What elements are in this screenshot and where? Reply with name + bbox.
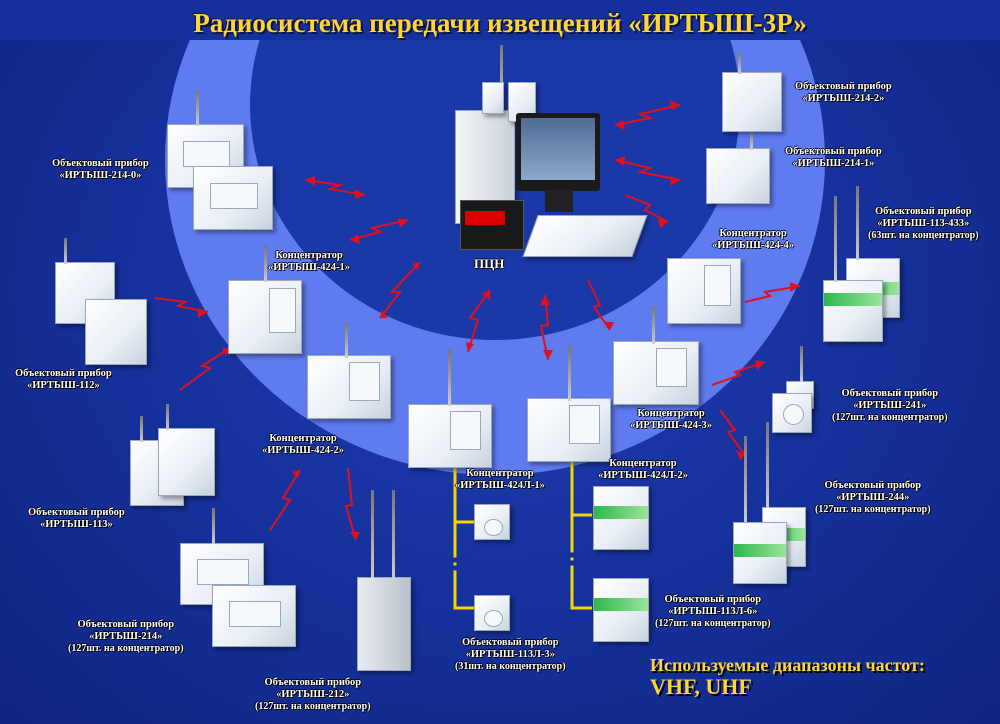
link-424-3-241 (711, 361, 766, 386)
label-concentrator-424-1: Концентратор«ИРТЫШ-424-1» (268, 250, 351, 273)
device-214-0-b (193, 166, 273, 230)
concentrator-424l-2-device (527, 398, 611, 462)
frequency-heading: Используемые диапазоны частот: (650, 655, 925, 675)
device-214-1-antenna (750, 128, 753, 150)
device-214-1 (706, 148, 770, 204)
label-concentrator-424-4: Концентратор«ИРТЫШ-424-4» (712, 228, 795, 251)
device-214-antenna (212, 508, 215, 544)
link-pcn-424l-2 (539, 294, 550, 361)
concentrator-424-1-antenna (264, 246, 267, 282)
frequency-info: Используемые диапазоны частот: VHF, UHF (650, 654, 925, 698)
device-244-antenna-b (766, 422, 769, 508)
label-device-112: Объектовый прибор«ИРТЫШ-112» (15, 368, 112, 391)
link-424-2-212 (344, 467, 357, 541)
link-pcn-214-1 (614, 159, 681, 181)
device-112-antenna (64, 238, 67, 264)
device-212 (357, 577, 411, 671)
device-212-antenna-b (392, 490, 395, 578)
device-113l-6-a (593, 486, 649, 550)
device-113l-3-b (474, 595, 510, 631)
wire-breaks (451, 552, 576, 571)
label-device-214-2: Объектовый прибор«ИРТЫШ-214-2» (795, 81, 892, 104)
device-113l-3-a (474, 504, 510, 540)
concentrator-424-3-antenna (652, 306, 655, 344)
keyboard (522, 215, 648, 257)
label-concentrator-424-3: Концентратор«ИРТЫШ-424-3» (630, 408, 713, 431)
label-device-214-0: Объектовый прибор«ИРТЫШ-214-0» (52, 158, 149, 181)
label-concentrator-424-2: Концентратор«ИРТЫШ-424-2» (262, 433, 345, 456)
device-244-antenna-a (744, 436, 747, 522)
link-424-3-244 (719, 409, 746, 456)
wired-lines (453, 455, 592, 610)
link-pcn-214-2 (614, 104, 681, 126)
concentrator-424l-2-antenna (568, 345, 571, 401)
label-device-241: Объектовый прибор«ИРТЫШ-241»(127шт. на к… (832, 388, 948, 423)
link-pcn-214-0 (304, 179, 366, 196)
link-pcn-424-1 (349, 219, 409, 241)
page-title: Радиосистема передачи извещений «ИРТЫШ-3… (193, 8, 807, 38)
device-244-a (733, 522, 787, 584)
device-113-antenna-a (140, 416, 143, 442)
label-concentrator-424l-1: Концентратор«ИРТЫШ-424Л-1» (455, 468, 545, 491)
monitor-stand (545, 190, 573, 212)
device-241-antenna (800, 346, 803, 382)
device-113l-6-b (593, 578, 649, 642)
antenna-block-1 (482, 82, 504, 114)
device-214-b (212, 585, 296, 647)
label-device-113-433: Объектовый прибор«ИРТЫШ-113-433»(63шт. н… (868, 206, 979, 241)
mast-antenna (500, 45, 503, 115)
wire-424l-1 (453, 455, 475, 610)
device-113-antenna-b (166, 404, 169, 430)
label-concentrator-424l-2: Концентратор«ИРТЫШ-424Л-2» (598, 458, 688, 481)
link-pcn-424-4 (624, 194, 669, 223)
pcn-label: ПЦН (474, 256, 505, 271)
device-113-433-antenna-b (856, 186, 859, 260)
concentrator-424-4-device (667, 258, 741, 324)
frequency-bands: VHF, UHF (650, 674, 752, 699)
device-214-2 (722, 72, 782, 132)
pcn-receiver (460, 200, 524, 250)
device-112-b (85, 299, 147, 365)
link-pcn-424-2 (379, 261, 421, 319)
label-device-113: Объектовый прибор«ИРТЫШ-113» (28, 507, 125, 530)
concentrator-424-2-antenna (345, 322, 348, 358)
link-arrowheads (198, 100, 800, 540)
device-113-433-a (823, 280, 883, 342)
device-113-433-antenna-a (834, 196, 837, 282)
concentrator-424-1-device (228, 280, 302, 354)
link-424-4-113-433 (744, 285, 801, 303)
monitor (516, 113, 600, 191)
label-device-113l-3: Объектовый прибор«ИРТЫШ-113Л-3»(31шт. на… (455, 637, 566, 672)
device-214-2-antenna (738, 52, 741, 74)
device-212-antenna-a (371, 490, 374, 578)
device-214-a (180, 543, 264, 605)
link-424-2-214 (269, 469, 301, 531)
device-241-a (772, 393, 812, 433)
label-device-214-1: Объектовый прибор«ИРТЫШ-214-1» (785, 146, 882, 169)
device-214-0-antenna (196, 90, 199, 126)
concentrator-424-3-device (613, 341, 699, 405)
concentrator-424l-1-antenna (448, 350, 451, 406)
link-pcn-424-3 (587, 279, 611, 331)
concentrator-424l-1-device (408, 404, 492, 468)
label-device-214: Объектовый прибор«ИРТЫШ-214»(127шт. на к… (68, 619, 184, 654)
link-424-1-113 (179, 347, 231, 391)
link-424-1-112 (154, 297, 209, 313)
label-device-113l-6: Объектовый прибор«ИРТЫШ-113Л-6»(127шт. н… (655, 594, 771, 629)
radio-links (154, 104, 801, 541)
device-113-b (158, 428, 215, 496)
link-pcn-424l-1 (467, 289, 491, 353)
wire-424l-2 (570, 455, 592, 610)
label-device-244: Объектовый прибор«ИРТЫШ-244»(127шт. на к… (815, 480, 931, 515)
concentrator-424-2-device (307, 355, 391, 419)
label-device-212: Объектовый прибор«ИРТЫШ-212»(127шт. на к… (255, 677, 371, 712)
